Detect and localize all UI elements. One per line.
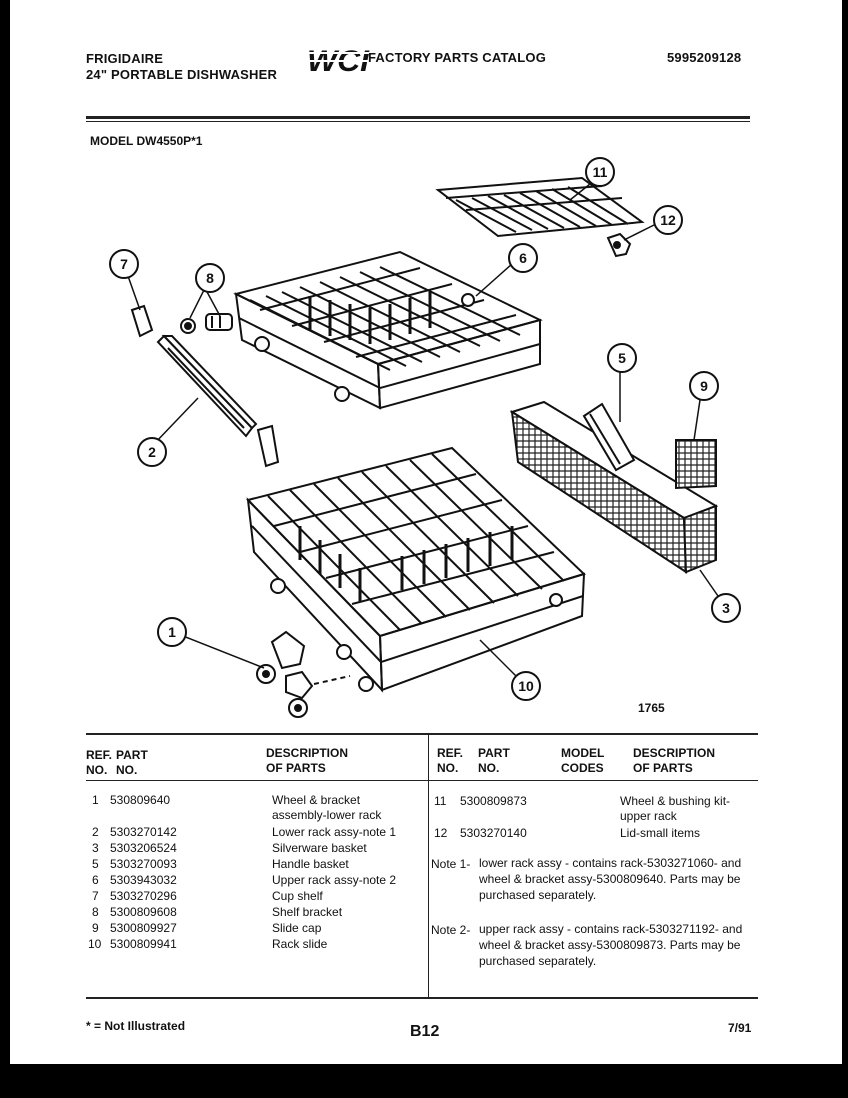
note-1-label: Note 1- [431,857,471,871]
page-number: B12 [410,1023,440,1040]
right-header-rule [429,780,758,781]
header-rule-thin [86,121,750,122]
note-2-text: upper rack assy - contains rack-53032711… [479,922,743,968]
svg-text:3: 3 [722,600,730,616]
callout-2: 10 [511,671,541,701]
wheel-bracket-drawing [256,630,351,718]
cup-shelf-drawing [435,176,645,238]
model-label: MODEL DW4550P*1 [90,134,203,148]
not-illustrated-legend: * = Not Illustrated [86,1019,186,1033]
callout-11: 8 [195,263,225,293]
hdr-desc-1: DESCRIPTION [266,746,349,760]
product-name: 24" PORTABLE DISHWASHER [86,67,278,82]
logo-text: WCI [307,45,370,74]
hdr-ref-1: REF. [86,748,113,762]
catalog-title: FACTORY PARTS CATALOG [368,50,547,65]
svg-text:11: 11 [593,164,608,180]
svg-text:8: 8 [206,270,214,286]
lower-rack-drawing [246,446,586,693]
hdr-model-2: CODES [561,761,604,775]
svg-text:5: 5 [618,350,626,366]
callout-12: 9 [689,371,719,401]
left-header-rule [86,780,428,781]
callout-6: 6 [508,243,538,273]
svg-text:2: 2 [148,444,156,460]
callout-10: 2 [137,437,167,467]
svg-text:1: 1 [168,624,176,640]
hdr-part-2: NO. [116,763,138,777]
svg-text:10: 10 [518,678,534,694]
revision-date: 7/91 [728,1021,752,1035]
upper-rack-drawing [233,250,543,410]
svg-text:7: 7 [120,256,128,272]
hdr-r-part-1: PART [478,746,510,760]
table-divider [428,735,429,997]
silverware-basket-drawing [509,400,719,574]
hdr-r-ref-1: REF. [437,746,464,760]
hdr-model-1: MODEL [561,746,605,760]
shelf-bracket-drawing [606,232,632,258]
callouts: 11 12 6 7 8 2 5 9 3 10 1 [109,157,741,701]
callout-3: 3 [711,593,741,623]
hdr-r-desc-2: OF PARTS [633,761,693,775]
hdr-r-part-2: NO. [478,761,500,775]
svg-text:6: 6 [519,250,527,266]
svg-text:9: 9 [700,378,708,394]
note-1-text: lower rack assy - contains rack-53032710… [479,856,742,902]
exploded-parts-diagram: 11 12 6 7 8 2 5 9 3 10 1 1765 [109,157,741,718]
rack-slide-drawing [156,334,258,438]
svg-text:12: 12 [660,212,676,228]
hdr-r-desc-1: DESCRIPTION [633,746,716,760]
hdr-desc-2: OF PARTS [266,761,326,775]
brand-name: FRIGIDAIRE [86,51,164,66]
wci-logo: WCI [307,45,370,74]
catalog-page: FRIGIDAIRE 24" PORTABLE DISHWASHER WCI F… [10,0,842,1064]
table-top-rule [86,733,758,735]
callout-8: 12 [653,205,683,235]
callout-5: 5 [607,343,637,373]
leader-lines [127,183,719,677]
figure-number: 1765 [638,701,665,715]
wheel-bushing-drawing [180,313,233,334]
callout-7: 11 [585,157,615,187]
hdr-ref-2: NO. [86,763,108,777]
header-rule [86,116,750,119]
callout-9: 7 [109,249,139,279]
hdr-part-1: PART [116,748,148,762]
callout-1: 1 [157,617,187,647]
catalog-number: 5995209128 [667,50,742,65]
table-bottom-rule [86,997,758,999]
slide-cap-drawing [130,304,280,468]
hdr-r-ref-2: NO. [437,761,459,775]
note-2-label: Note 2- [431,923,471,937]
